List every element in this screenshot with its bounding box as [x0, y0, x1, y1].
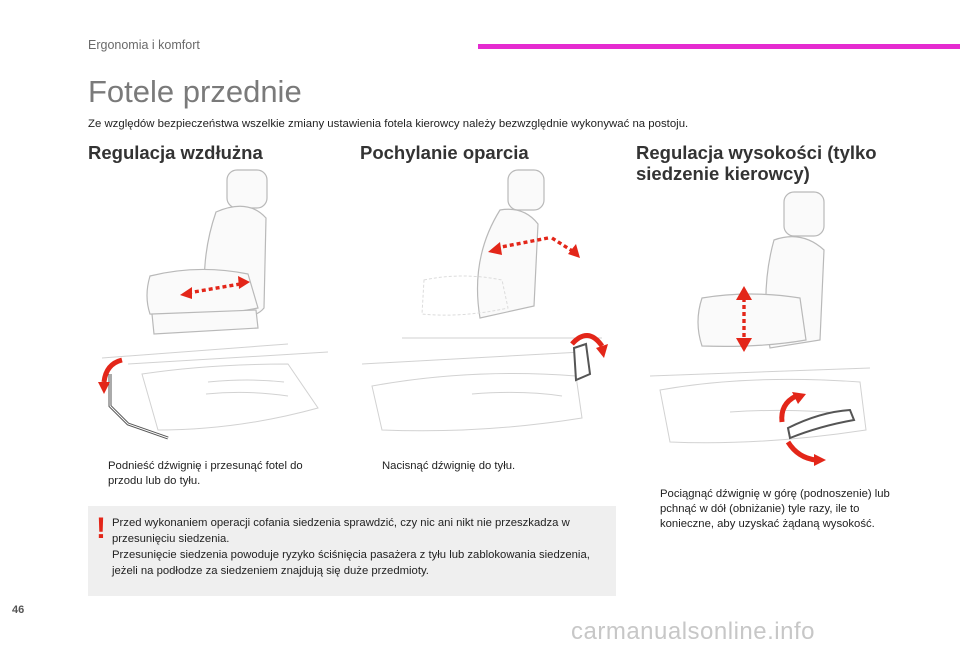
warning-line-2: Przesunięcie siedzenia powoduje ryzyko ś… — [112, 549, 590, 577]
watermark: carmanualsonline.info — [571, 618, 815, 645]
title-height: Regulacja wysokości (tylko siedzenie kie… — [636, 142, 877, 184]
warning-text: Przed wykonaniem operacji cofania siedze… — [112, 515, 610, 579]
seat-height-illustration — [649, 191, 871, 466]
title-backrest: Pochylanie oparcia — [360, 142, 529, 163]
exclamation-icon: ! — [96, 512, 106, 545]
warning-line-1: Przed wykonaniem operacji cofania siedze… — [112, 517, 570, 545]
intro-text: Ze względów bezpieczeństwa wszelkie zmia… — [88, 118, 689, 130]
seat-backrest-illustration — [362, 169, 608, 432]
seat-longitudinal-illustration — [98, 169, 329, 440]
page-title: Fotele przednie — [88, 74, 302, 109]
page-number: 46 — [12, 604, 25, 616]
header-accent-bar — [478, 44, 960, 49]
section-label: Ergonomia i komfort — [88, 38, 200, 52]
warning-box: ! Przed wykonaniem operacji cofania sied… — [88, 506, 616, 596]
title-longitudinal: Regulacja wzdłużna — [88, 142, 263, 163]
